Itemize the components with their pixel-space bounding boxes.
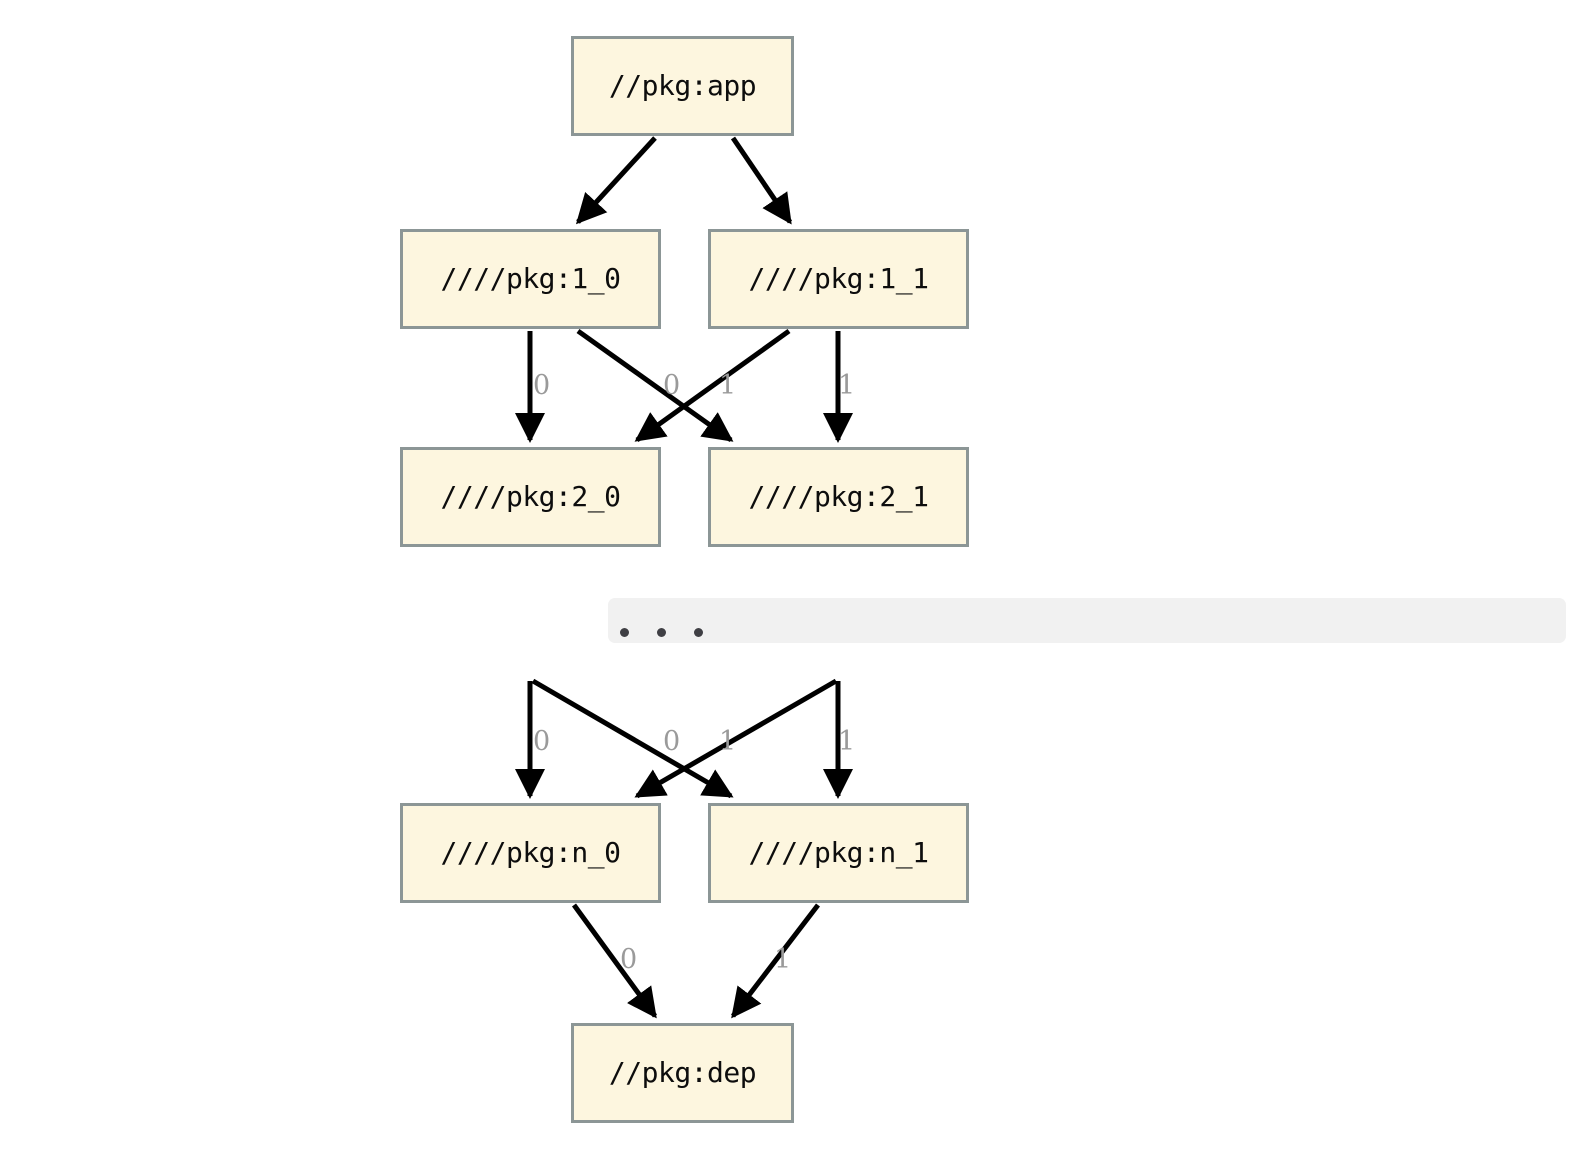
node-label: ////pkg:1_0 [440,262,621,295]
edge-n_0-to-dep [571,903,658,1019]
node-label: ////pkg:2_0 [440,480,621,513]
node-pkg-dep[interactable]: //pkg:dep [571,1023,794,1123]
node-pkg-1_1[interactable]: ////pkg:1_1 [708,229,969,329]
edge-label-elided-to-n_1-cross: 0 [663,726,681,757]
node-label: ////pkg:n_1 [748,836,929,869]
edge-label-1_1-to-2_1: 1 [838,370,856,401]
edge-elided-to-n_1-cross [531,678,734,799]
node-label: //pkg:dep [608,1056,757,1089]
ellipsis-three-dots-icon [620,628,703,637]
node-pkg-n_1[interactable]: ////pkg:n_1 [708,803,969,903]
node-label: //pkg:app [608,69,757,102]
edge-app-to-1_1 [730,136,793,225]
edge-n_1-to-dep [731,903,820,1019]
edge-label-1_0-to-2_0: 0 [533,370,551,401]
edge-label-n_0-to-dep: 0 [620,944,638,975]
edge-app-to-1_0 [575,136,657,225]
edge-label-elided-to-n_0-cross: 1 [719,726,737,757]
edge-elided-to-n_0-cross [634,678,838,799]
node-label: ////pkg:2_1 [748,480,929,513]
edge-1_1-to-2_0 [634,328,791,443]
node-pkg-1_0[interactable]: ////pkg:1_0 [400,229,661,329]
edge-label-1_0-to-2_1: 0 [663,370,681,401]
ellipsis-dot [657,628,666,637]
elided-section-band [608,598,1566,643]
node-pkg-2_0[interactable]: ////pkg:2_0 [400,447,661,547]
ellipsis-dot [694,628,703,637]
node-label: ////pkg:1_1 [748,262,929,295]
node-pkg-2_1[interactable]: ////pkg:2_1 [708,447,969,547]
node-pkg-n_0[interactable]: ////pkg:n_0 [400,803,661,903]
edge-label-elided-to-n_0: 0 [533,726,551,757]
edge-label-1_1-to-2_0: 1 [719,370,737,401]
edge-1_0-to-2_1 [576,328,734,443]
ellipsis-dot [620,628,629,637]
node-pkg-app[interactable]: //pkg:app [571,36,794,136]
edge-label-elided-to-n_1: 1 [838,726,856,757]
node-label: ////pkg:n_0 [440,836,621,869]
edge-label-n_1-to-dep: 1 [774,944,792,975]
